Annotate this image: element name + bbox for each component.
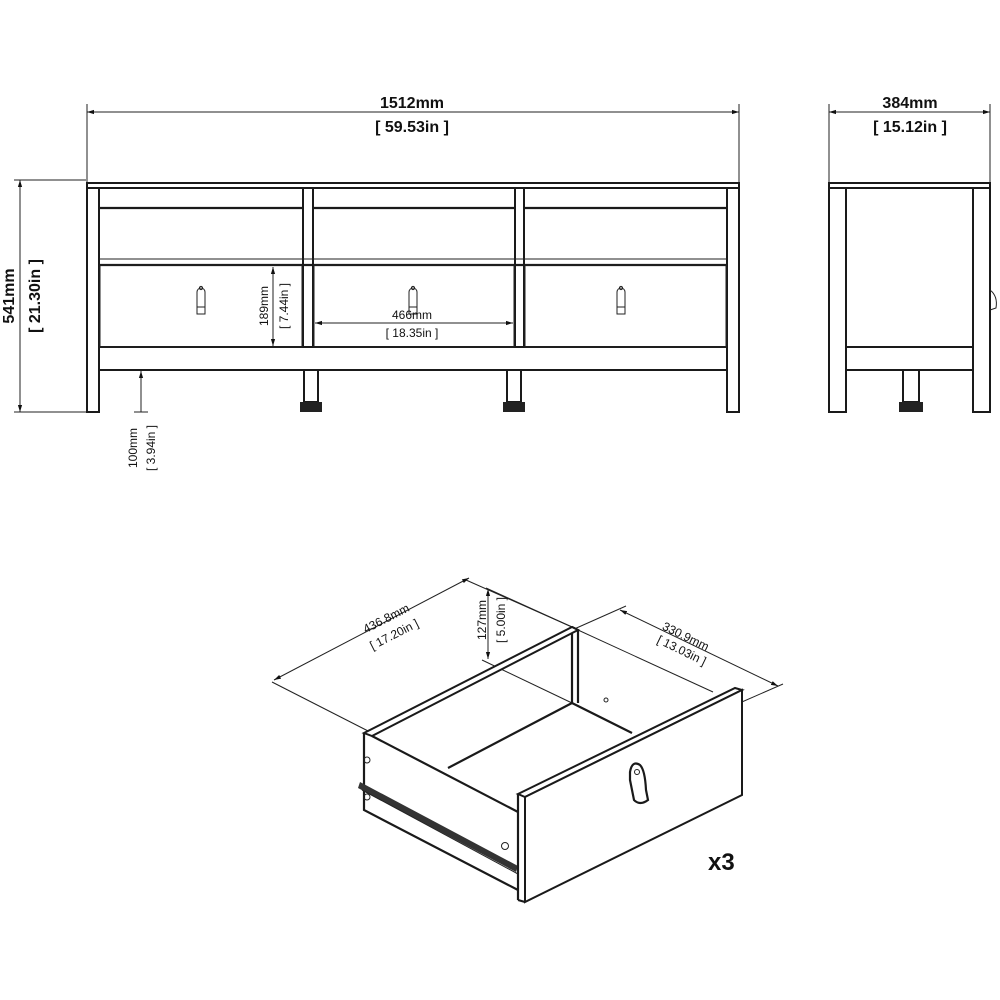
drawer-height-in-label-iso: [ 5.00in ] <box>494 597 508 643</box>
drawer-height-in-label: [ 7.44in ] <box>277 283 291 329</box>
height-mm-label: 541mm <box>1 268 18 323</box>
drawer-width-in-label: [ 18.35in ] <box>386 326 439 340</box>
drawer-handle-icon <box>196 285 206 315</box>
depth-mm-label: 384mm <box>882 95 937 112</box>
drawer-handle-icon <box>408 285 418 315</box>
width-mm-label: 1512mm <box>380 95 444 112</box>
side-handle-icon <box>989 289 997 311</box>
side-view: 384mm [ 15.12in ] <box>828 95 997 413</box>
drawer-isometric-view: 436.8mm [ 17.20in ] 127mm [ 5.00in ] 330… <box>271 577 784 904</box>
leg-height-in-label: [ 3.94in ] <box>144 425 158 471</box>
leg-height-mm-label: 100mm <box>126 428 140 468</box>
quantity-label: x3 <box>708 849 735 876</box>
drawer-handle-icon <box>628 762 650 805</box>
height-in-label: [ 21.30in ] <box>27 259 44 333</box>
front-view: 1512mm [ 59.53in ] 541mm [ 21.30in ] <box>1 95 740 471</box>
drawer-handle-icon <box>616 285 626 315</box>
drawer-height-mm-label: 189mm <box>257 286 271 326</box>
depth-in-label: [ 15.12in ] <box>873 119 947 136</box>
drawer-height-mm-label-iso: 127mm <box>475 600 489 640</box>
width-in-label: [ 59.53in ] <box>375 119 449 136</box>
drawer-width-mm-label: 466mm <box>392 308 432 322</box>
